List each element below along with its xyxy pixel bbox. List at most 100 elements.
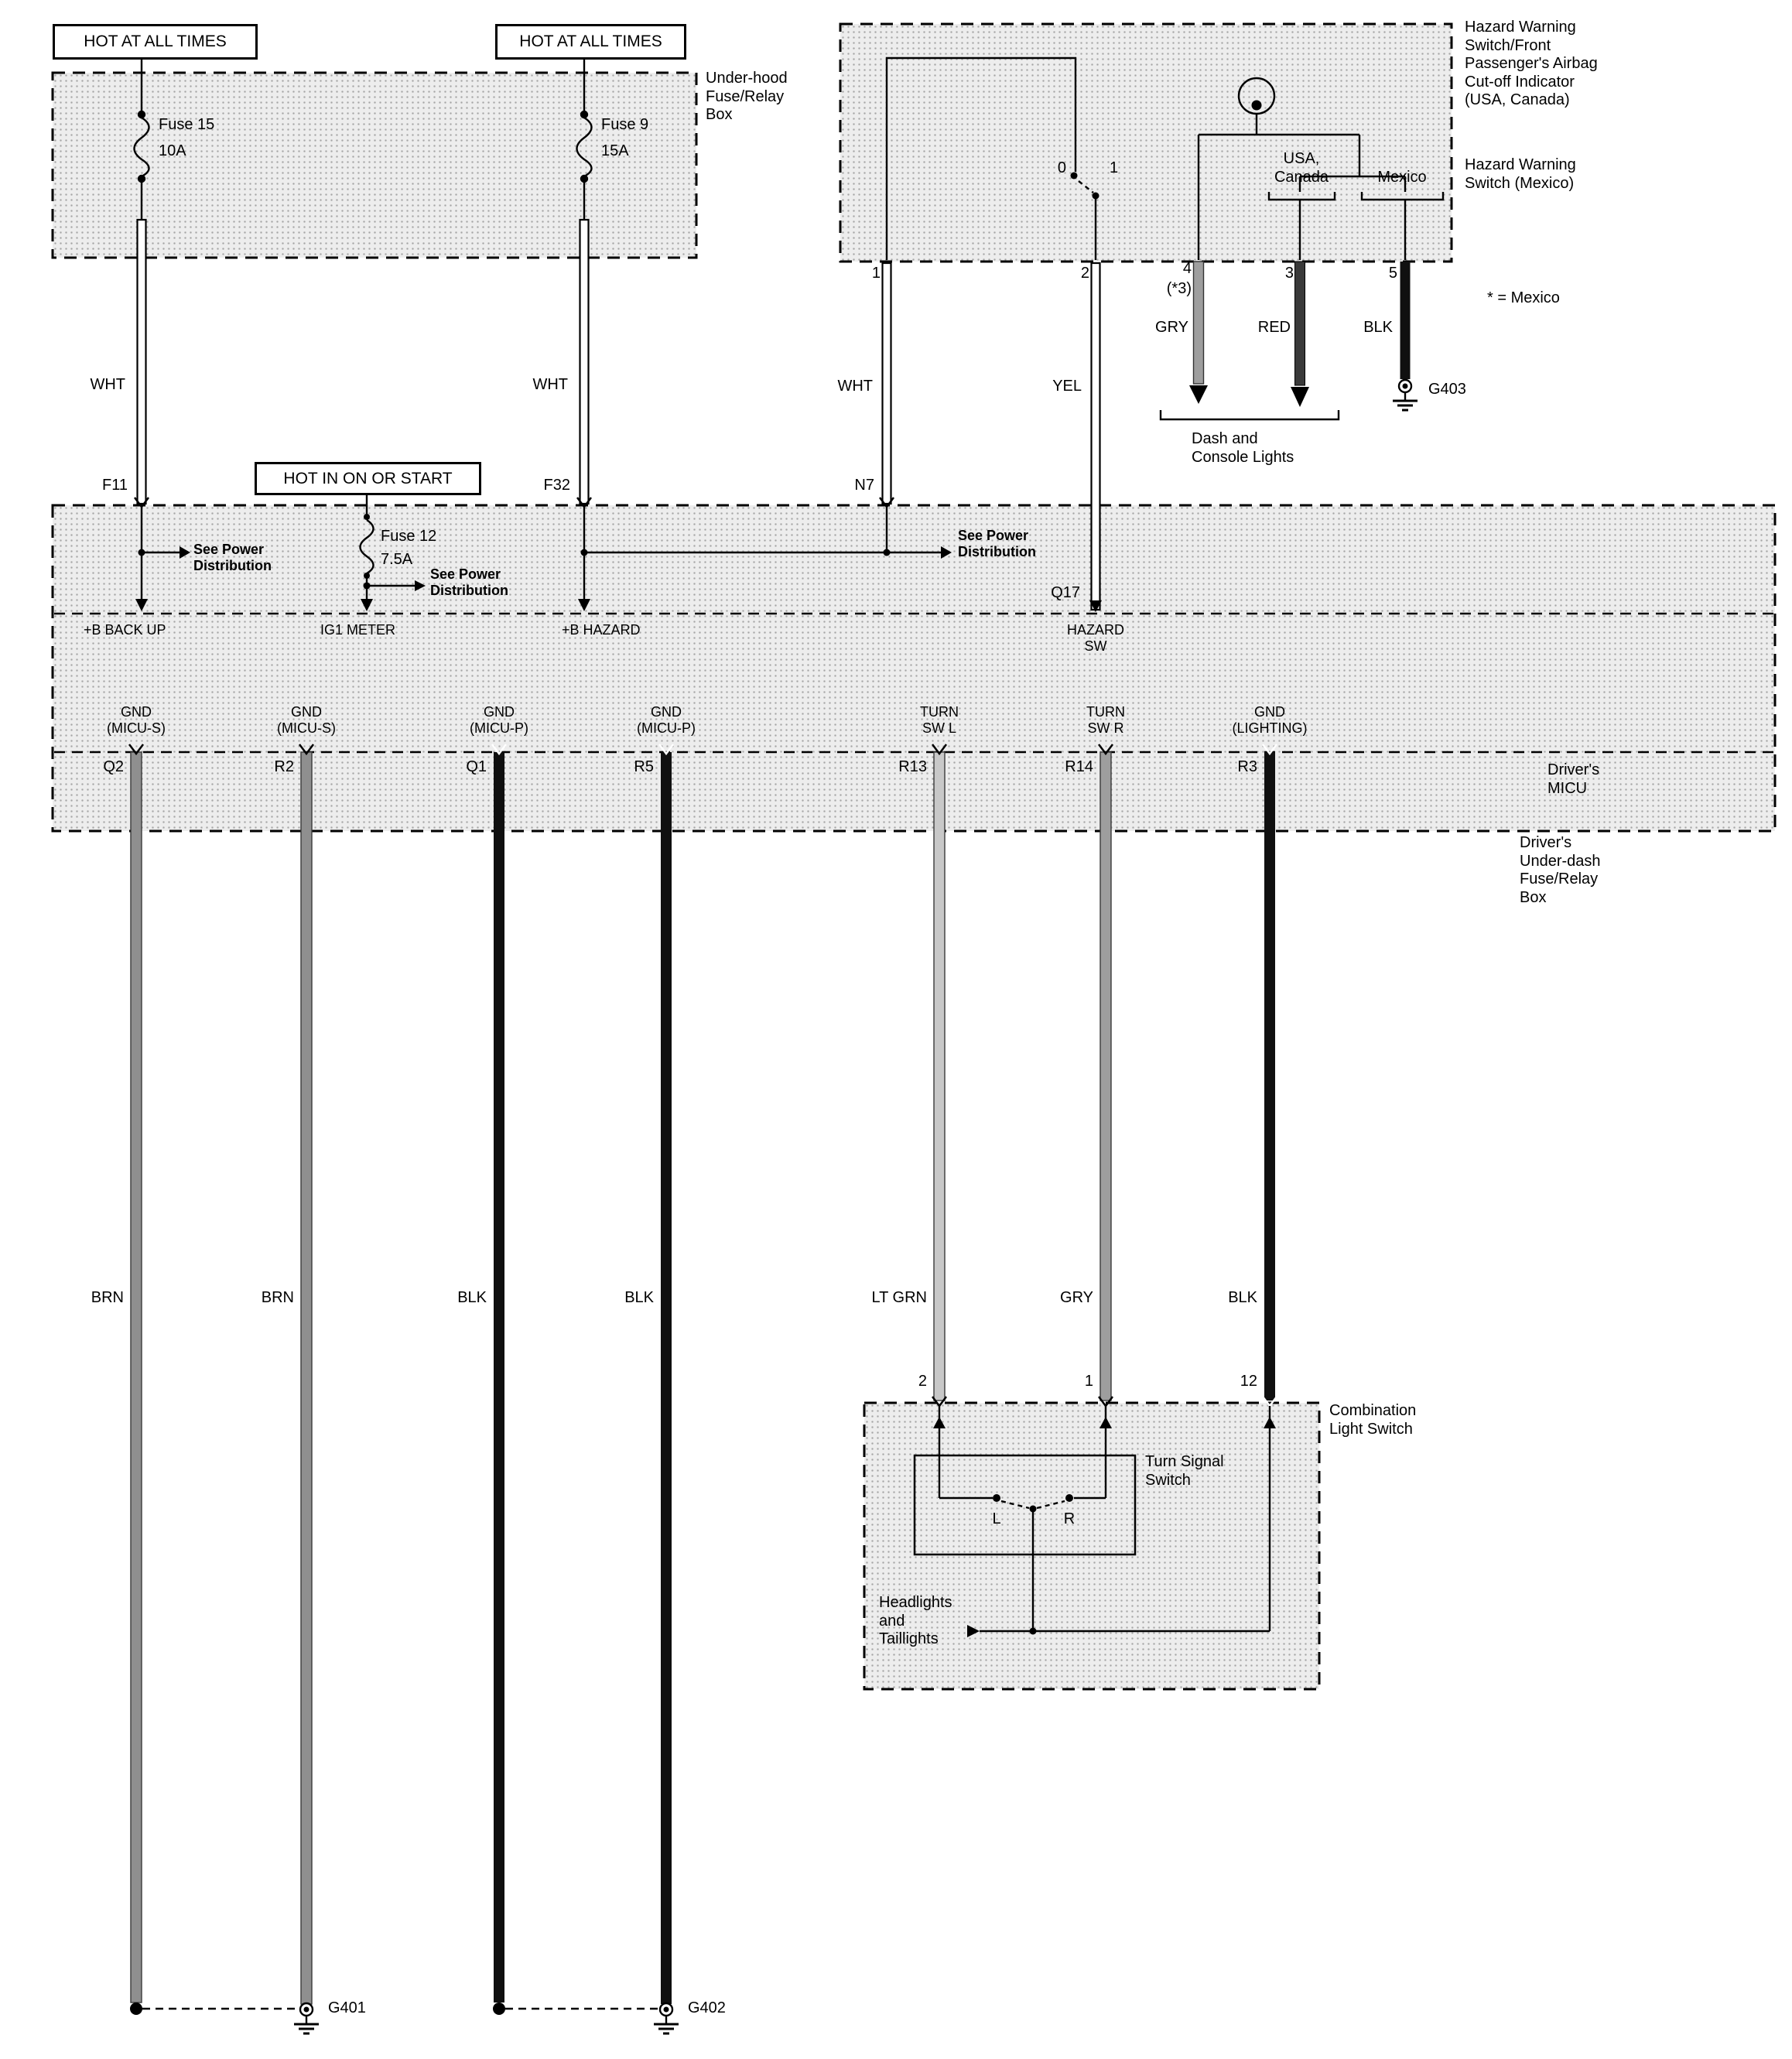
hazard-pin-1: 1: [871, 265, 881, 282]
hazard-title-usa: Hazard Warning Switch/Front Passenger's …: [1465, 19, 1598, 109]
combo-pin-12: 12: [1240, 1373, 1257, 1390]
turn-signal-switch-label: Turn Signal Switch: [1145, 1453, 1224, 1489]
underhood-fuse-box: [53, 73, 696, 258]
micu-pin-backup: +B BACK UP: [84, 622, 166, 638]
micu-inner-dashed-lines: [54, 612, 1773, 754]
wht-wire-f11: [134, 218, 149, 509]
wire-color-blk-r3: BLK: [1228, 1289, 1257, 1306]
fuse9-icon: [576, 60, 593, 221]
hazard-pin-4: 4: [1182, 260, 1192, 277]
see-power-distribution-3: See Power Distribution: [958, 528, 1036, 560]
headlights-taillights-label: Headlights and Taillights: [879, 1594, 952, 1648]
wht-wire-n7: [879, 262, 894, 509]
drivers-micu-label: Driver's MICU: [1547, 761, 1600, 797]
wire-color-gry-r14: GRY: [1060, 1289, 1093, 1306]
terminal-r2: R2: [274, 758, 294, 775]
hazard-title-mexico: Hazard Warning Switch (Mexico): [1465, 156, 1576, 192]
hazard-lamp-feeds: [1197, 133, 1445, 260]
hazard-pin-5: 5: [1388, 265, 1397, 282]
micu-pin-ig1: IG1 METER: [320, 622, 396, 638]
underhood-box-label: Under-hood Fuse/Relay Box: [706, 70, 788, 124]
combination-light-switch-label: Combination Light Switch: [1329, 1402, 1417, 1438]
hot-in-on-or-start: HOT IN ON OR START: [255, 462, 481, 495]
hazard-pin-3: 3: [1284, 265, 1294, 282]
wire-color-wht-n7: WHT: [837, 378, 873, 395]
wire-color-red: RED: [1257, 319, 1291, 336]
red-wire: [1291, 261, 1309, 407]
combo-pin-2: 2: [918, 1373, 927, 1390]
terminal-f11: F11: [102, 477, 128, 494]
micu-pin-hazard: +B HAZARD: [562, 622, 641, 638]
hazard-pin-2: 2: [1080, 265, 1089, 282]
terminal-q17: Q17: [1051, 584, 1080, 601]
wire-color-gry: GRY: [1155, 319, 1188, 336]
micu-gnd-label-q1: GND (MICU-P): [470, 704, 528, 737]
mexico-label: Mexico: [1377, 169, 1427, 186]
brn-wire-q2: [128, 744, 144, 2003]
dash-console-label: Dash and Console Lights: [1192, 430, 1294, 466]
hazard-pin-4-note: (*3): [1166, 280, 1192, 297]
see-power-distribution-2: See Power Distribution: [430, 566, 508, 599]
fuse9-name: Fuse 9: [601, 116, 649, 133]
fuse12-icon: [359, 495, 426, 611]
wht-wire-f32: [576, 218, 592, 509]
turn-right-label: R: [1063, 1510, 1076, 1527]
yel-wire-q17: [1089, 262, 1102, 612]
fuse15-name: Fuse 15: [159, 116, 215, 133]
terminal-n7: N7: [854, 477, 874, 494]
fuse9-rating: 15A: [601, 142, 629, 159]
blk-wire-r5: [658, 744, 674, 2004]
hazard-switch-box: [840, 24, 1452, 262]
fuse12-rating: 7.5A: [381, 551, 413, 568]
wire-color-blk-r5: BLK: [624, 1289, 654, 1306]
combo-pin-1: 1: [1084, 1373, 1093, 1390]
terminal-q1: Q1: [466, 758, 487, 775]
ground-link-g401: [130, 2003, 299, 2015]
wire-color-wht-f11: WHT: [90, 376, 125, 393]
mexico-note: * = Mexico: [1487, 289, 1560, 306]
micu-gnd-label-r2: GND (MICU-S): [277, 704, 336, 737]
ground-icon-g401: [294, 2002, 319, 2035]
terminal-r5: R5: [634, 758, 654, 775]
turn-left-label: L: [992, 1510, 1001, 1527]
g401-label: G401: [328, 1999, 366, 2016]
gry-wire-r14: [1098, 744, 1113, 1408]
fuse15-rating: 10A: [159, 142, 186, 159]
wire-color-wht-f32: WHT: [532, 376, 568, 393]
fuse15-icon: [133, 60, 150, 221]
ltgrn-wire-r13: [932, 744, 947, 1408]
terminal-f32: F32: [543, 477, 570, 494]
switch-pos-0: 0: [1057, 159, 1066, 176]
ground-link-g402: [493, 2003, 658, 2015]
drivers-underdash-label: Driver's Under-dash Fuse/Relay Box: [1520, 834, 1601, 906]
terminal-r14: R14: [1065, 758, 1093, 775]
brn-wire-r2: [299, 744, 314, 2005]
see-power-distribution-1: See Power Distribution: [193, 542, 272, 574]
f11-branch: [135, 507, 190, 611]
wire-color-blk: BLK: [1363, 319, 1393, 336]
micu-turn-sw-r-label: TURN SW R: [1086, 704, 1125, 737]
f32-n7-branch: [578, 507, 952, 611]
gry-wire: [1189, 261, 1208, 404]
g402-label: G402: [688, 1999, 726, 2016]
fuse12-name: Fuse 12: [381, 528, 437, 545]
hot-at-all-times-1: HOT AT ALL TIMES: [53, 24, 258, 60]
wire-color-ltgrn-r13: LT GRN: [871, 1289, 928, 1306]
switch-pos-1: 1: [1110, 159, 1119, 176]
terminal-r13: R13: [898, 758, 927, 775]
indicator-lamp-icon: [1237, 77, 1276, 135]
wire-color-brn-q2: BRN: [91, 1289, 124, 1306]
dash-console-bracket: [1159, 410, 1340, 421]
terminal-r3: R3: [1237, 758, 1257, 775]
micu-gnd-label-q2: GND (MICU-S): [107, 704, 166, 737]
micu-pin-hazard-sw: HAZARD SW: [1066, 622, 1125, 655]
turn-signal-switch-outline: [913, 1454, 1137, 1556]
micu-turn-sw-l-label: TURN SW L: [920, 704, 959, 737]
underdash-micu-box: [53, 505, 1775, 831]
wire-color-yel: YEL: [1052, 378, 1082, 395]
usa-canada-label: USA, Canada: [1274, 150, 1329, 186]
blk-wire-q1: [491, 744, 507, 2003]
turn-signal-switch-internals: [933, 1406, 1276, 1637]
